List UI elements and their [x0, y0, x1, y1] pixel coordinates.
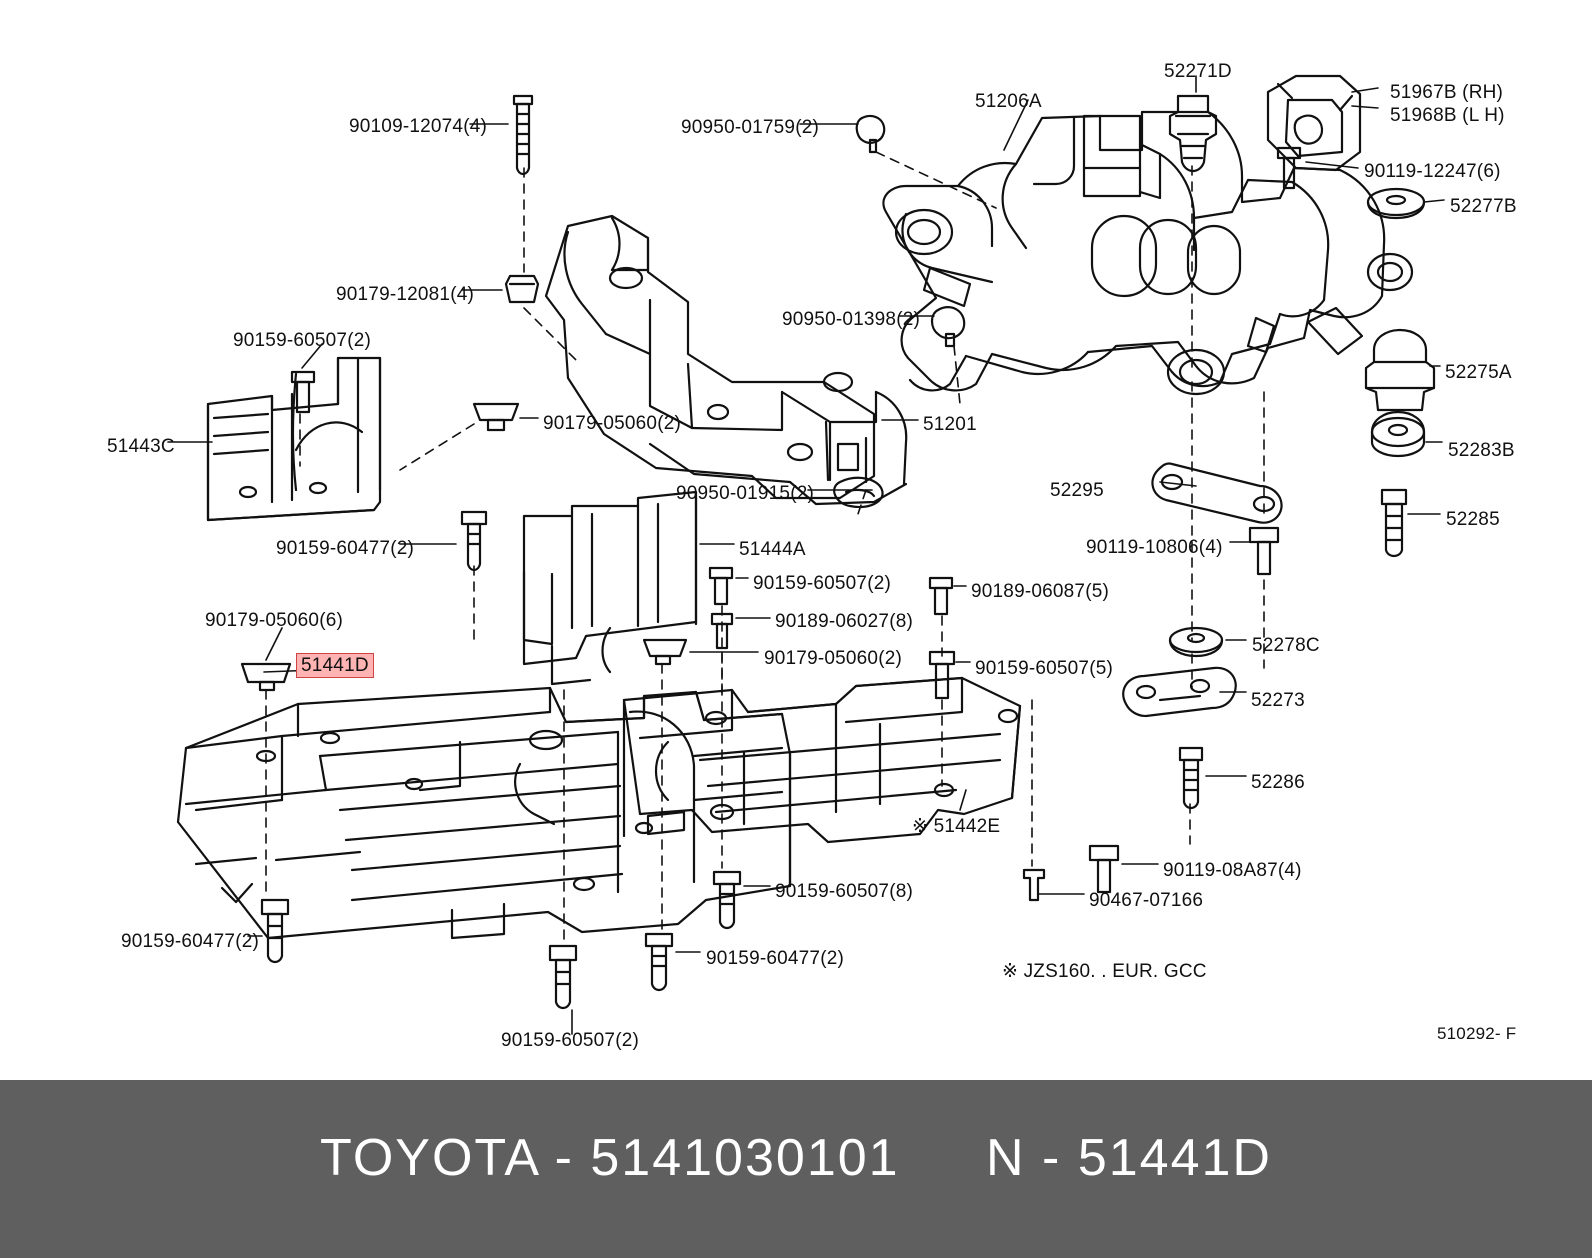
part-label-l24: 90189-06087(5) — [971, 581, 1110, 602]
part-label-l21: 51444A — [739, 539, 806, 560]
part-label-l23: 90159-60507(2) — [753, 573, 892, 594]
part-label-l32: ※ 51442E — [912, 816, 1001, 837]
bolt-52285 — [1380, 488, 1408, 558]
highlighted-part-text: 51441D — [296, 653, 374, 678]
rod-52295 — [1151, 462, 1283, 524]
front-crossmember-51201 — [544, 214, 908, 506]
bushing-52275A — [1364, 328, 1436, 412]
nut-90179-12081 — [504, 274, 540, 304]
part-label-l16: 52283B — [1448, 440, 1515, 461]
part-label-l11: 90159-60507(2) — [233, 330, 372, 351]
brand-name: TOYOTA — [320, 1129, 539, 1187]
diagram-note: ※ JZS160. . EUR. GCC — [1002, 961, 1207, 982]
part-number: 5141030101 — [590, 1129, 900, 1187]
clip-90467-07166 — [1022, 868, 1046, 902]
under-cover-51442E — [622, 676, 1022, 844]
engine-under-cover-51441D — [176, 686, 792, 940]
part-label-l07: 90119-12247(6) — [1364, 161, 1501, 182]
part-label-l19: 52285 — [1446, 509, 1500, 530]
part-label-l01: 90109-12074(4) — [349, 116, 488, 137]
part-label-l36: 90159-60477(2) — [121, 931, 260, 952]
clip-90950-01759 — [855, 114, 886, 154]
part-label-l29: 90159-60507(5) — [975, 658, 1114, 679]
callout-prefix: N - — [986, 1129, 1062, 1187]
sheet-code: 510292- F — [1437, 1024, 1517, 1043]
part-label-l10: 90950-01398(2) — [782, 309, 921, 330]
bolt-90119-10806 — [1248, 526, 1280, 576]
washer-52278C — [1168, 626, 1224, 658]
part-label-l30: 52273 — [1251, 690, 1305, 711]
part-label-l06: 51968B (L H) — [1390, 105, 1505, 126]
part-label-l02: 90950-01759(2) — [681, 117, 820, 138]
bushing-52271D — [1168, 94, 1218, 173]
bolt-52286 — [1178, 746, 1204, 810]
clip-90950-01398 — [930, 306, 966, 348]
part-label-l08: 52277B — [1450, 196, 1517, 217]
cover-bracket-51444A — [522, 490, 698, 686]
part-label-l31: 52286 — [1251, 772, 1305, 793]
part-label-l17: 52295 — [1050, 480, 1104, 501]
bolt-90119-12247 — [1276, 146, 1302, 190]
part-label-l38: 90159-60507(2) — [501, 1030, 640, 1051]
footer-bar — [0, 1080, 1592, 1258]
part-label-l03: 51206A — [975, 91, 1042, 112]
bolt-90109-12074 — [512, 94, 534, 176]
part-label-l22: 90119-10806(4) — [1086, 537, 1223, 558]
part-label-l14: 51201 — [923, 414, 977, 435]
washer-52283B — [1370, 410, 1426, 458]
plate-52273 — [1122, 666, 1237, 718]
part-label-l15: 51443C — [107, 436, 175, 457]
part-label-l18: 90950-01915(2) — [676, 483, 815, 504]
part-label-l25: 90189-06027(8) — [775, 611, 914, 632]
screw-group — [260, 370, 956, 1010]
footer-separator: - — [554, 1129, 574, 1187]
part-label-l34: 90159-60507(8) — [775, 881, 914, 902]
clip-90179-05060 — [240, 402, 688, 692]
part-label-l26: 90179-05060(6) — [205, 610, 344, 631]
part-label-l28: 90179-05060(2) — [764, 648, 903, 669]
part-label-l27: 52278C — [1252, 635, 1320, 656]
part-label-l12: 52275A — [1445, 362, 1512, 383]
part-label-l09: 90179-12081(4) — [336, 284, 475, 305]
part-label-l04: 52271D — [1164, 61, 1232, 82]
part-label-l33: 90119-08A87(4) — [1163, 860, 1302, 881]
highlighted-part-label[interactable]: 51441D — [296, 653, 374, 678]
part-label-l05: 51967B (RH) — [1390, 82, 1504, 103]
rear-crossmember-51206A — [882, 110, 1414, 396]
part-label-l37: 90159-60477(2) — [706, 948, 845, 969]
callout-code: 51441D — [1077, 1129, 1272, 1187]
bolt-90119-08A87 — [1088, 844, 1120, 894]
part-label-l13: 90179-05060(2) — [543, 413, 682, 434]
part-label-l20: 90159-60477(2) — [276, 538, 415, 559]
footer-caption: TOYOTA - 5141030101 N - 51441D — [0, 1128, 1592, 1188]
bracket-51967B — [1266, 74, 1362, 172]
part-label-l35: 90467-07166 — [1089, 890, 1204, 911]
